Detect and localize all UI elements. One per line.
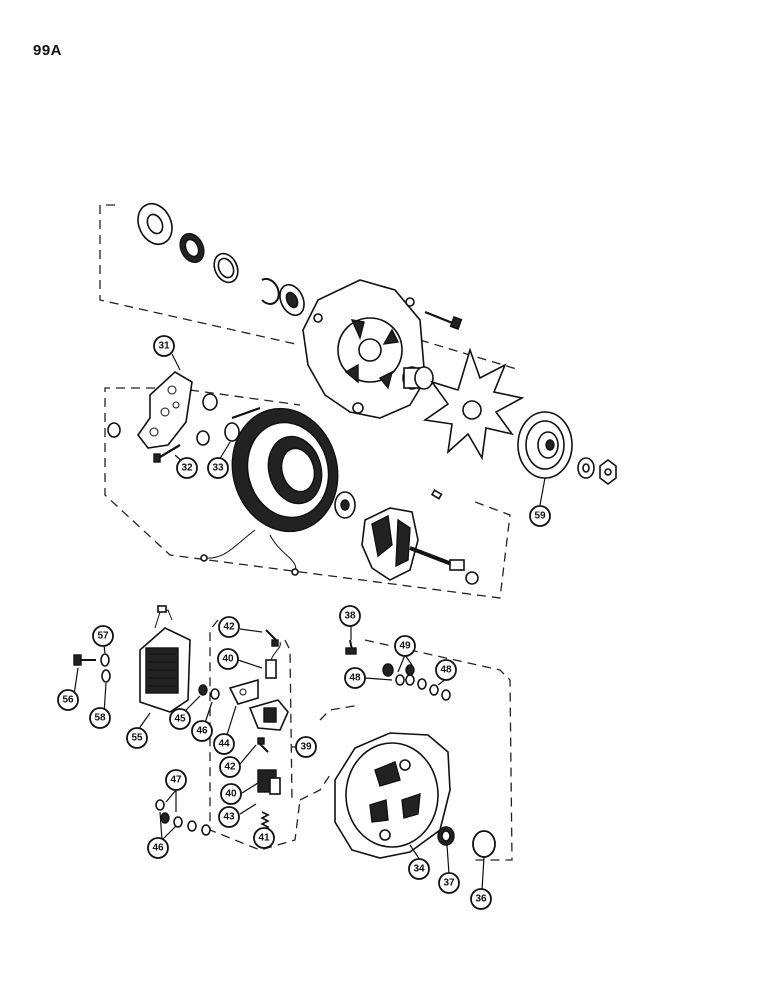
fan bbox=[422, 347, 525, 461]
svg-text:37: 37 bbox=[443, 878, 455, 889]
insulator-plate bbox=[228, 678, 259, 705]
pulley-washer bbox=[577, 457, 595, 479]
svg-text:32: 32 bbox=[181, 463, 193, 474]
svg-text:48: 48 bbox=[349, 673, 361, 684]
svg-text:39: 39 bbox=[300, 742, 312, 753]
svg-text:36: 36 bbox=[475, 894, 487, 905]
front-housing bbox=[302, 279, 426, 419]
rear-bearing bbox=[334, 491, 356, 519]
svg-text:40: 40 bbox=[222, 654, 234, 665]
through-bolt bbox=[405, 297, 463, 330]
front-seal bbox=[179, 232, 205, 264]
o-ring bbox=[472, 830, 496, 858]
regulator-screw bbox=[73, 654, 96, 666]
rotor bbox=[361, 489, 479, 585]
mounting-bolt bbox=[231, 406, 261, 420]
svg-text:56: 56 bbox=[62, 695, 74, 706]
callout-42-lower: 42 bbox=[219, 756, 241, 778]
callout-48-right: 48 bbox=[435, 659, 457, 681]
terminal-washers-lower bbox=[155, 799, 211, 836]
rear-housing bbox=[334, 732, 451, 859]
svg-text:55: 55 bbox=[131, 733, 143, 744]
callout-31: 31 bbox=[153, 335, 175, 357]
svg-text:34: 34 bbox=[413, 864, 425, 875]
callout-48-left: 48 bbox=[344, 667, 366, 689]
callout-58: 58 bbox=[89, 707, 111, 729]
spacer-sleeve bbox=[402, 366, 434, 390]
brush-screw-lower bbox=[257, 737, 269, 753]
callout-59: 59 bbox=[529, 505, 551, 527]
svg-text:42: 42 bbox=[223, 622, 235, 633]
svg-text:49: 49 bbox=[399, 641, 411, 652]
insulator-bushing bbox=[196, 393, 240, 446]
callout-34: 34 bbox=[408, 858, 430, 880]
callout-37: 37 bbox=[438, 872, 460, 894]
callout-44: 44 bbox=[213, 733, 235, 755]
svg-text:45: 45 bbox=[174, 714, 186, 725]
callout-56: 56 bbox=[57, 689, 79, 711]
svg-text:48: 48 bbox=[440, 665, 452, 676]
retainer-ring bbox=[213, 252, 239, 284]
svg-text:41: 41 bbox=[258, 833, 270, 844]
brush-upper bbox=[265, 641, 281, 679]
rectifier-nuts-washers bbox=[382, 663, 451, 701]
callout-32: 32 bbox=[176, 457, 198, 479]
callout-46-lower: 46 bbox=[147, 837, 169, 859]
bracket-nut bbox=[107, 422, 121, 438]
brush-holder bbox=[248, 699, 289, 731]
callout-47: 47 bbox=[165, 769, 187, 791]
callout-41: 41 bbox=[253, 827, 275, 849]
svg-text:44: 44 bbox=[218, 739, 230, 750]
callout-33: 33 bbox=[207, 457, 229, 479]
mounting-bracket bbox=[137, 371, 193, 449]
svg-text:46: 46 bbox=[152, 843, 164, 854]
svg-text:57: 57 bbox=[97, 631, 109, 642]
page-number: 99A bbox=[33, 42, 63, 59]
brush-group-outline bbox=[209, 619, 301, 851]
callout-36: 36 bbox=[470, 888, 492, 910]
callout-38: 38 bbox=[339, 605, 361, 627]
svg-text:46: 46 bbox=[196, 726, 208, 737]
front-seal-washer bbox=[137, 203, 173, 245]
voltage-regulator bbox=[139, 605, 191, 713]
middle-group-outline bbox=[104, 387, 511, 599]
svg-text:58: 58 bbox=[94, 713, 106, 724]
svg-text:42: 42 bbox=[224, 762, 236, 773]
svg-text:59: 59 bbox=[534, 511, 546, 522]
rear-bearing-cap bbox=[437, 826, 455, 846]
rectifier-screw bbox=[345, 639, 357, 655]
brush-screw-upper bbox=[265, 629, 279, 647]
svg-text:47: 47 bbox=[170, 775, 182, 786]
svg-text:31: 31 bbox=[158, 341, 170, 352]
stator bbox=[200, 407, 339, 576]
pulley bbox=[517, 411, 573, 479]
callout-55: 55 bbox=[126, 727, 148, 749]
pulley-nut bbox=[599, 459, 617, 485]
callout-57: 57 bbox=[92, 625, 114, 647]
terminal-nut-washer bbox=[198, 684, 220, 700]
bracket-bolt bbox=[153, 444, 181, 463]
brush-lower bbox=[257, 769, 281, 795]
callout-45: 45 bbox=[169, 708, 191, 730]
callout-43: 43 bbox=[218, 806, 240, 828]
callout-46-upper: 46 bbox=[191, 720, 213, 742]
callout-49: 49 bbox=[394, 635, 416, 657]
regulator-washers bbox=[100, 653, 111, 683]
svg-text:33: 33 bbox=[212, 463, 224, 474]
lower-group-outline bbox=[299, 639, 513, 861]
callout-40-upper: 40 bbox=[217, 648, 239, 670]
callout-39: 39 bbox=[295, 736, 317, 758]
svg-text:38: 38 bbox=[344, 611, 356, 622]
callout-42-upper: 42 bbox=[218, 616, 240, 638]
front-bearing bbox=[279, 283, 305, 317]
snap-ring bbox=[261, 277, 280, 305]
svg-text:43: 43 bbox=[223, 812, 235, 823]
callout-40-lower: 40 bbox=[220, 783, 242, 805]
svg-text:40: 40 bbox=[225, 789, 237, 800]
